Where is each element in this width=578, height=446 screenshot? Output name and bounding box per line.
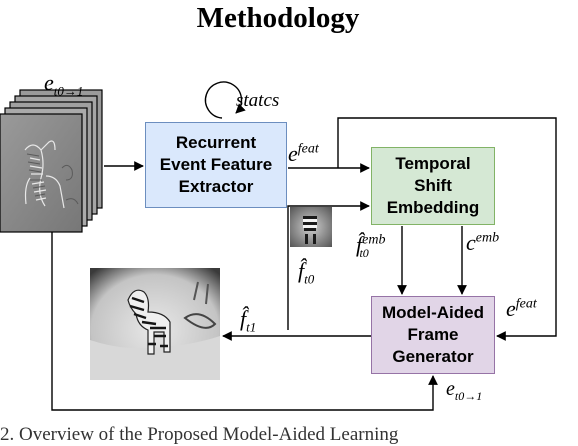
recurrent-event-feature-extractor: Recurrent Event Feature Extractor [145, 122, 287, 208]
event-frame-stack [0, 89, 103, 233]
output-frame-label: f̂t1 [240, 306, 257, 335]
keyframe-embedding-label: f̂embt0 [356, 232, 386, 261]
feature-label-right: efeat [506, 296, 537, 321]
event-stack-label: et0→1 [44, 70, 84, 99]
model-aided-frame-generator: Model-Aided Frame Generator [371, 296, 495, 374]
key-frame-thumbnail [290, 207, 332, 247]
figure-caption: 2. Overview of the Proposed Model-Aided … [0, 424, 399, 445]
diagram-title: Methodology [196, 2, 360, 34]
keyframe-label: f̂t0 [298, 258, 315, 287]
output-frame-image [90, 268, 220, 380]
event-bottom-label: et0→1 [446, 378, 483, 403]
context-embedding-label: cemb [466, 230, 500, 255]
temporal-shift-embedding: Temporal Shift Embedding [371, 147, 495, 225]
states-label: statcs [236, 90, 280, 111]
feature-label-top: efeat [288, 141, 319, 166]
